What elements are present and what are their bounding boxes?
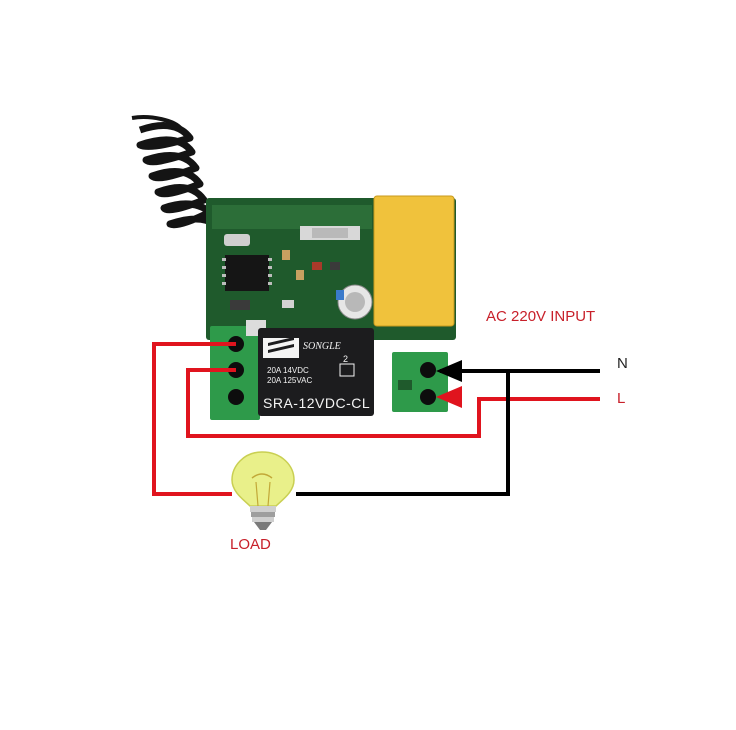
svg-text:2: 2 bbox=[343, 354, 348, 364]
x2-capacitor bbox=[373, 195, 455, 327]
ac-input-label: AC 220V INPUT bbox=[486, 308, 596, 325]
input-screw-l bbox=[420, 389, 436, 405]
relay-model: SRA-12VDC-CL bbox=[263, 395, 371, 411]
neutral-arrow-icon bbox=[436, 360, 462, 382]
relay-spec-line-2: 20A 125VAC bbox=[267, 376, 313, 385]
live-arrow-icon bbox=[436, 386, 462, 408]
terminal-screw-3 bbox=[228, 389, 244, 405]
relay: 2 bbox=[258, 328, 374, 416]
ac-input-terminal bbox=[392, 352, 448, 412]
relay-spec-line-1: 20A 14VDC bbox=[267, 366, 309, 375]
load-label: LOAD bbox=[230, 536, 271, 553]
neutral-wiring bbox=[296, 369, 600, 496]
live-label: L bbox=[617, 390, 626, 407]
live-wiring bbox=[152, 342, 600, 496]
light-bulb-icon bbox=[231, 451, 295, 530]
relay-output-terminal bbox=[210, 320, 266, 420]
antenna-coil bbox=[131, 115, 217, 229]
relay-brand: SONGLE bbox=[303, 341, 341, 352]
input-screw-n bbox=[420, 362, 436, 378]
neutral-label: N bbox=[617, 355, 628, 372]
